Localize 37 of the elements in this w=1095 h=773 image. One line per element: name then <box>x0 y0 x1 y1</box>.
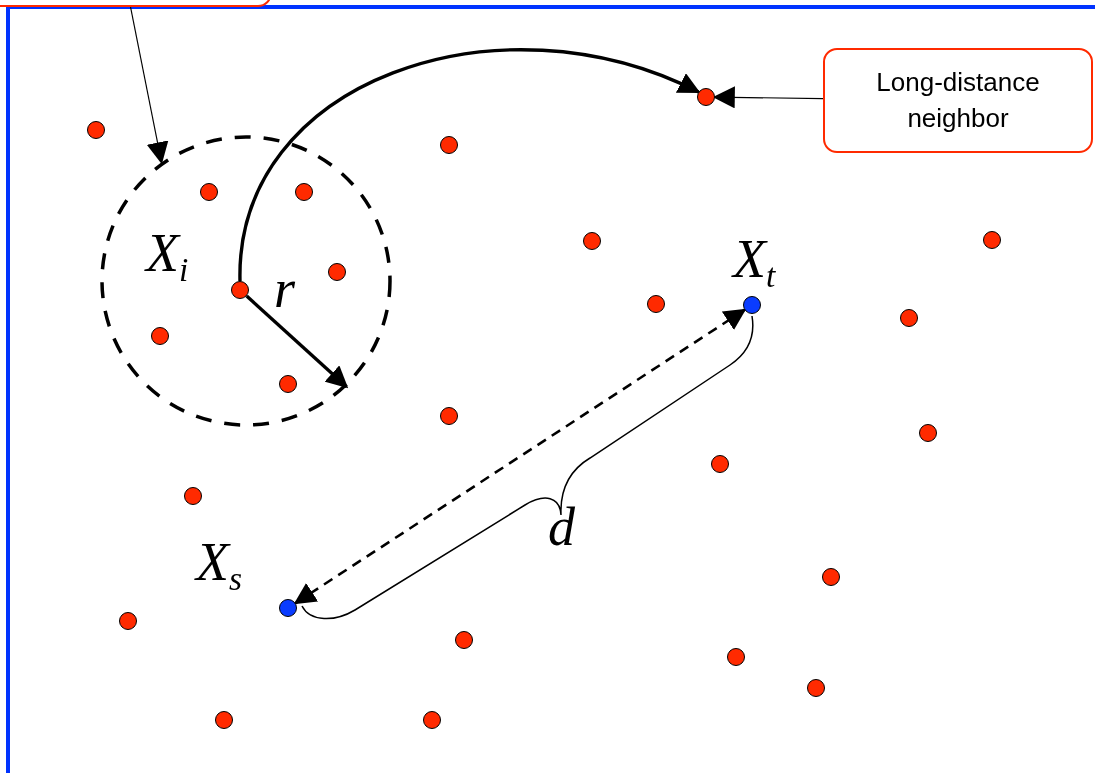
distance-label: d <box>548 500 575 554</box>
leader-line <box>129 6 169 165</box>
point-dot <box>727 648 745 666</box>
point-dot <box>711 455 729 473</box>
point-dot <box>900 309 918 327</box>
point-dot <box>151 327 169 345</box>
point-dot <box>807 679 825 697</box>
point-dot <box>184 487 202 505</box>
point-dot <box>919 424 937 442</box>
point-label: X$_{i}$ <box>146 226 189 287</box>
point-dot <box>423 711 441 729</box>
point-dot <box>455 631 473 649</box>
point-dot <box>440 407 458 425</box>
point-label: X$_{t}$ <box>733 232 776 293</box>
point-dot <box>295 183 313 201</box>
arrow <box>238 48 701 282</box>
point-dot <box>119 612 137 630</box>
point-dot <box>215 711 233 729</box>
neighborhood-circle <box>100 135 392 427</box>
point-label: X$_{s}$ <box>196 535 243 596</box>
point-dot <box>231 281 249 299</box>
arrow <box>245 294 349 389</box>
point-dot <box>583 232 601 250</box>
point-dot <box>279 375 297 393</box>
radius-label: r <box>274 262 295 316</box>
point-dot <box>279 599 297 617</box>
point-dot <box>822 568 840 586</box>
point-dot <box>983 231 1001 249</box>
point-dot <box>440 136 458 154</box>
point-dot <box>743 296 761 314</box>
point-dot <box>647 295 665 313</box>
callout-text: Long-distance neighbor <box>875 66 1041 135</box>
point-dot <box>328 263 346 281</box>
callout-box <box>823 48 1093 153</box>
point-dot <box>200 183 218 201</box>
point-dot <box>87 121 105 139</box>
point-dot <box>697 88 715 106</box>
